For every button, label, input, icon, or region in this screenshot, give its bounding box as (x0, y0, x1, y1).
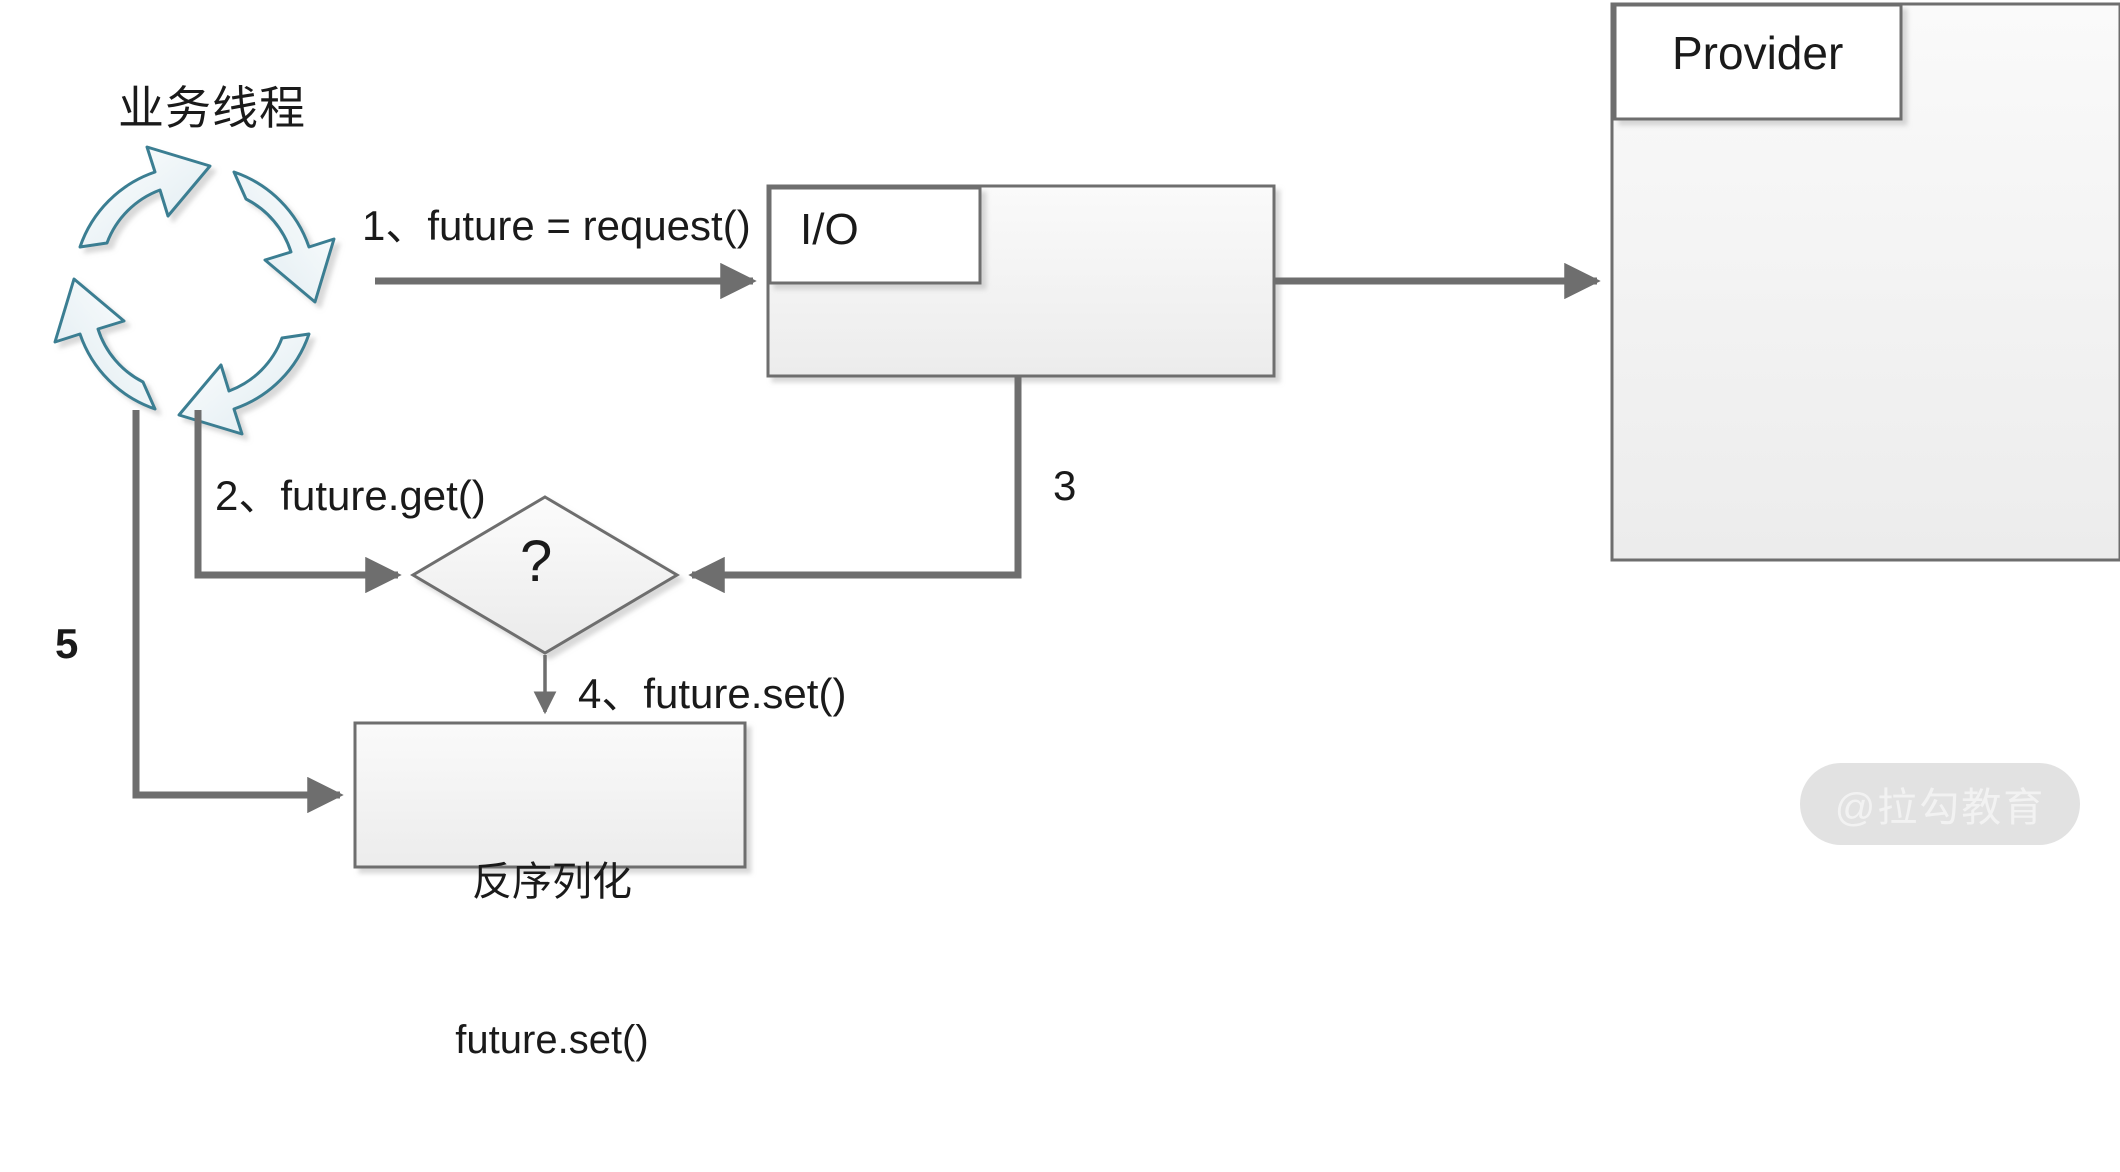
business-thread-label: 业务线程 (118, 82, 306, 134)
provider-box (1610, 2, 2120, 562)
provider-box-label: Provider (1672, 27, 1844, 79)
edge-label-step5: 5 (55, 620, 79, 667)
deserialize-line-1: 反序列化 (472, 859, 632, 904)
watermark-badge: @拉勾教育 (1800, 763, 2080, 845)
edge-step3 (688, 377, 1022, 594)
edge-step5 (132, 410, 344, 814)
edge-label-step2: 2、future.get() (215, 472, 486, 519)
deserialize-line-2: future.set() (455, 1017, 649, 1062)
diagram-canvas: 业务线程 I/O Provider ? 反序列化 future.set() 1、… (53, 2, 2120, 1062)
io-box (766, 184, 1276, 378)
deserialize-box-label: 反序列化 future.set() (382, 750, 722, 1172)
edge-step2 (194, 410, 402, 594)
edge-label-step4: 4、future.set() (578, 670, 847, 717)
decision-label: ? (520, 529, 553, 594)
watermark-text: @拉勾教育 (1834, 786, 2046, 830)
edge-label-step3: 3 (1053, 462, 1077, 509)
cycle-arrows-icon (53, 145, 336, 436)
decision-diamond (410, 495, 680, 655)
deserialize-box (353, 721, 747, 869)
edge-label-step1: 1、future = request() (362, 202, 751, 249)
io-box-label: I/O (800, 205, 859, 254)
diagram-vector-layer (53, 2, 2120, 869)
